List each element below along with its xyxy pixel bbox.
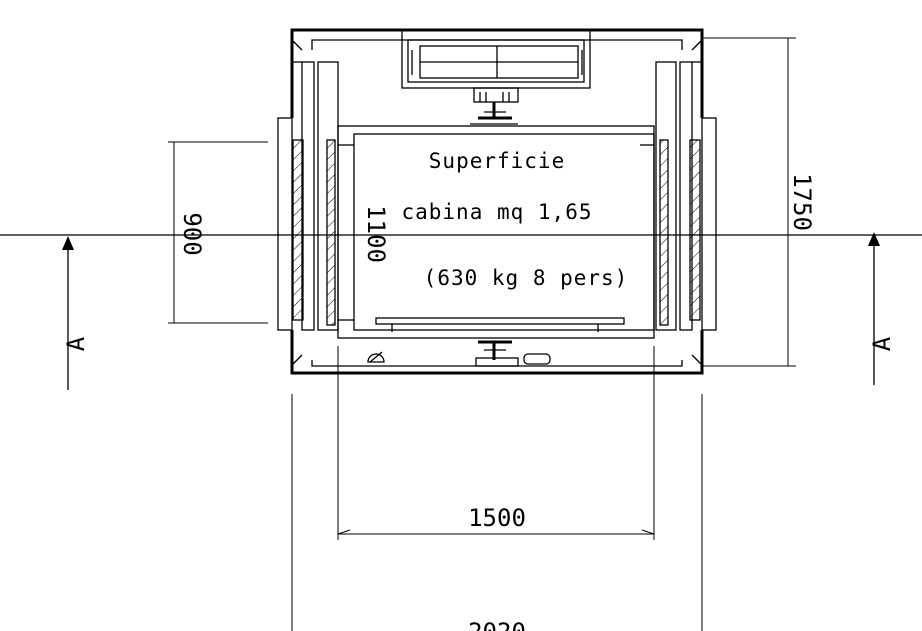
dim-cabin-width	[337, 346, 655, 540]
section-label-right: A	[868, 336, 896, 351]
dim-shaft-width-label: 2020	[468, 618, 526, 631]
dim-cabin-width-label: 1500	[468, 504, 526, 532]
dim-shaft-width	[291, 394, 703, 631]
cabin-area-label: Superficie	[429, 149, 565, 173]
dim-shaft-depth	[702, 37, 796, 367]
section-line-a-a	[0, 232, 922, 390]
dim-door-width-label: 900	[178, 212, 206, 255]
right-landing-wall	[655, 61, 717, 331]
left-landing-wall	[277, 61, 339, 331]
dim-shaft-depth-label: 1750	[788, 173, 816, 231]
dim-cabin-depth-label: 1100	[362, 205, 390, 263]
dim-door-width	[168, 141, 268, 324]
bottom-guide-rail	[367, 340, 551, 367]
cabin-area-value: cabina mq 1,65	[401, 200, 592, 224]
drive-machine	[401, 29, 591, 89]
section-arrow-left-icon	[62, 236, 74, 250]
section-label-left: A	[62, 336, 90, 351]
cabin-capacity: (630 kg 8 pers)	[424, 266, 629, 290]
section-arrow-right-icon	[868, 232, 880, 246]
top-guide-rail	[470, 87, 519, 125]
